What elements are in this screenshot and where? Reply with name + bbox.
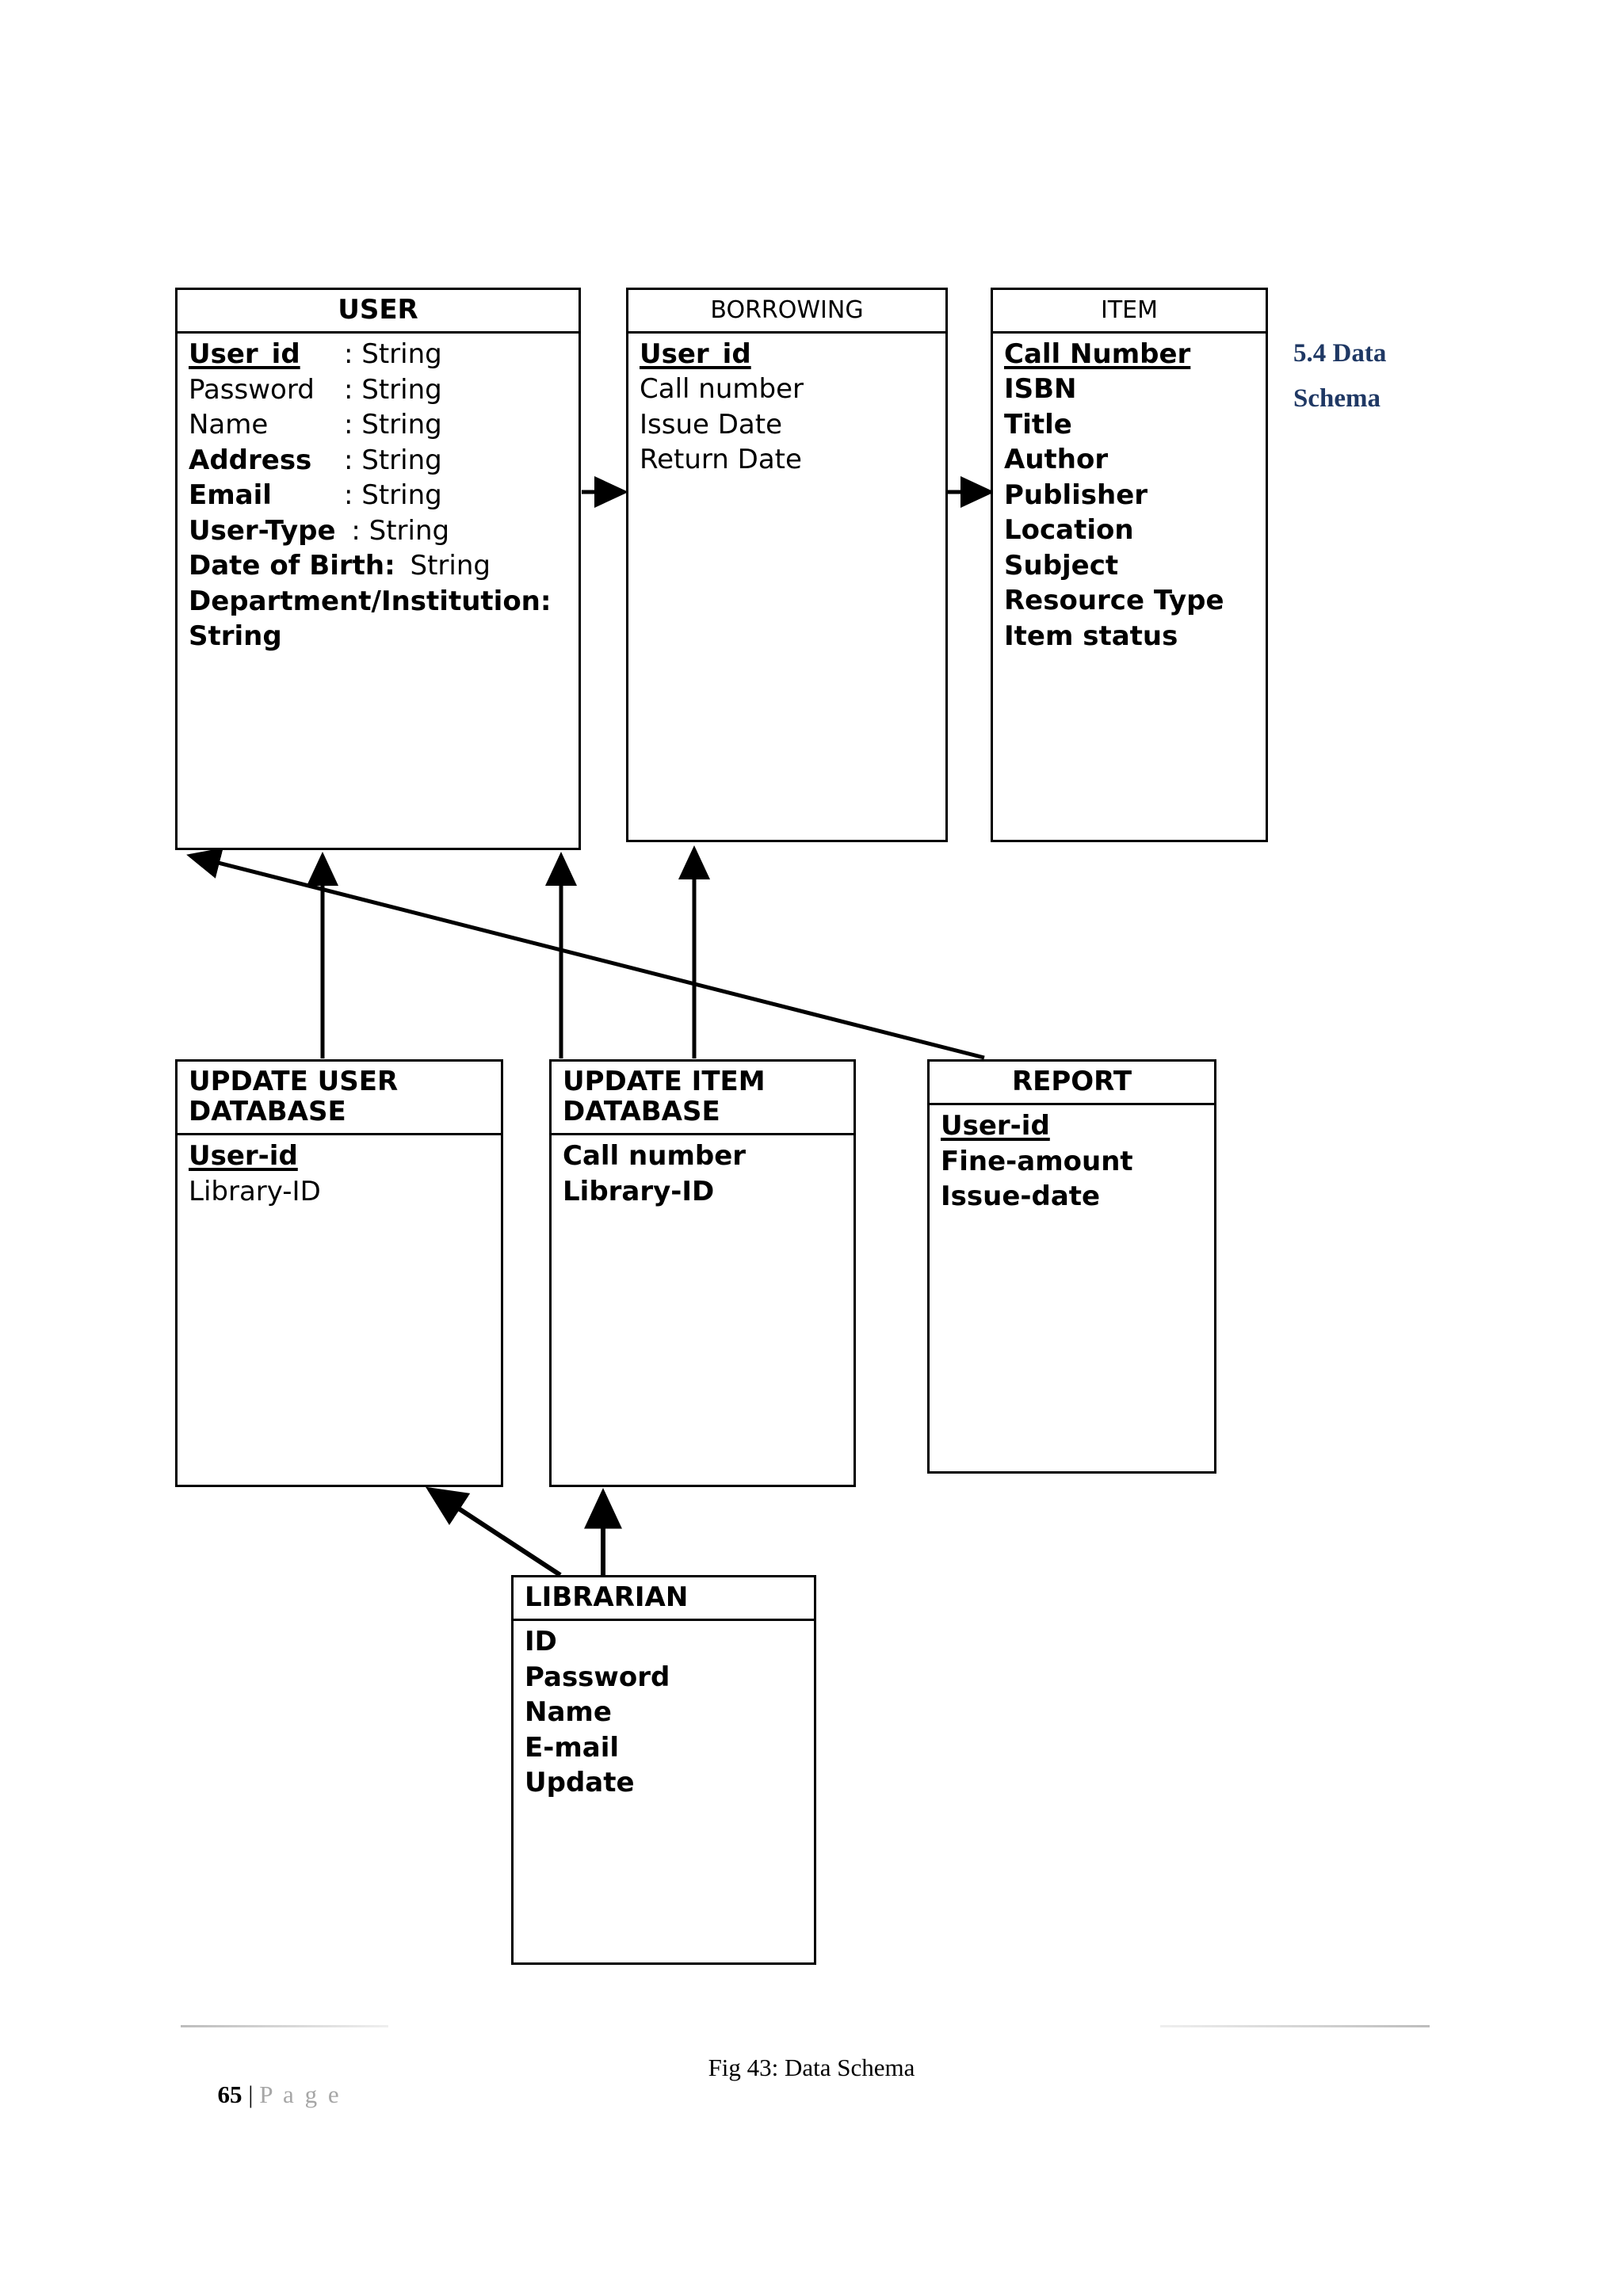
attribute-row: ID xyxy=(525,1626,557,1658)
footer-rule-left xyxy=(181,2025,388,2027)
entity-user-title: USER xyxy=(178,290,579,334)
annotation-line-1: 5.4 Data xyxy=(1293,339,1387,368)
entity-item-title: ITEM xyxy=(993,290,1266,334)
attribute-row: Call number xyxy=(640,373,804,406)
attribute-row: Update xyxy=(525,1767,635,1799)
attribute-row: Library-ID xyxy=(563,1175,715,1207)
attribute-row: User_id : String xyxy=(189,338,442,371)
entity-librarian[interactable]: LIBRARIAN ID Password Name E-mail Update xyxy=(511,1575,816,1965)
attribute-row: Name : String xyxy=(189,409,442,441)
attribute-row: Call number xyxy=(563,1140,747,1173)
annotation-line-2: Schema xyxy=(1293,383,1381,413)
entity-report-attributes: User-id Fine-amount Issue-date xyxy=(930,1105,1214,1215)
entity-item[interactable]: ITEM Call Number ISBN Title Author Publi… xyxy=(991,288,1268,842)
entity-librarian-title: LIBRARIAN xyxy=(514,1577,814,1622)
entity-report[interactable]: REPORT User-id Fine-amount Issue-date xyxy=(927,1059,1216,1474)
entity-update-item-database-attributes: Call number Library-ID xyxy=(552,1135,854,1209)
attribute-row: Item status xyxy=(1004,620,1178,652)
attribute-row: Department/Institution: xyxy=(189,585,552,617)
entity-update-user-database[interactable]: UPDATE USER DATABASE User-id Library-ID xyxy=(175,1059,503,1487)
attribute-row: Issue Date xyxy=(640,408,782,441)
page-word: P a g e xyxy=(259,2081,342,2108)
attribute-row: Library-ID xyxy=(189,1175,321,1207)
entity-user[interactable]: USER User_id : String Password : String … xyxy=(175,288,581,850)
entity-report-title: REPORT xyxy=(930,1062,1214,1106)
attribute-row: Address : String xyxy=(189,444,442,476)
section-annotation: 5.4 Data Schema xyxy=(1293,331,1476,421)
attribute-row: Resource Type xyxy=(1004,585,1224,617)
attribute-row: Fine-amount xyxy=(941,1145,1133,1177)
attribute-row: User-id xyxy=(941,1110,1050,1142)
attribute-row: Password xyxy=(525,1661,670,1693)
attribute-row: Name xyxy=(525,1696,612,1729)
entity-borrowing-attributes: User_id Call number Issue Date Return Da… xyxy=(628,334,945,478)
attribute-row: String xyxy=(189,620,282,653)
attribute-row: Date of Birth: String xyxy=(189,550,491,582)
attribute-row: Call Number xyxy=(1004,338,1191,370)
entity-librarian-attributes: ID Password Name E-mail Update xyxy=(514,1621,814,1801)
entity-update-item-database-title: UPDATE ITEM DATABASE xyxy=(552,1062,854,1136)
attribute-row: Email : String xyxy=(189,479,442,512)
attribute-row: Title xyxy=(1004,408,1072,441)
page-number: 65 xyxy=(217,2081,242,2108)
entity-update-user-database-attributes: User-id Library-ID xyxy=(178,1135,501,1209)
footer-rule-right xyxy=(1160,2025,1430,2027)
attribute-row: Publisher xyxy=(1004,479,1148,511)
attribute-row: Issue-date xyxy=(941,1180,1101,1213)
attribute-row: Location xyxy=(1004,514,1134,547)
attribute-row: User-Type : String xyxy=(189,514,450,547)
arrow-report-to-user xyxy=(186,847,985,1060)
page-number-label: 65 | P a g e xyxy=(181,2052,342,2138)
attribute-row: Author xyxy=(1004,444,1109,476)
page-footer: 65 | P a g e Fig 43: Data Schema xyxy=(0,2025,1623,2108)
attribute-row: Return Date xyxy=(640,444,802,476)
attribute-row: E-mail xyxy=(525,1731,620,1764)
attribute-row: Password : String xyxy=(189,373,442,406)
attribute-row: User-id xyxy=(189,1140,298,1173)
entity-borrowing[interactable]: BORROWING User_id Call number Issue Date… xyxy=(626,288,948,842)
figure-caption: Fig 43: Data Schema xyxy=(708,2054,915,2081)
attribute-row: User_id xyxy=(640,338,751,370)
arrow-librarian-to-update-user-db xyxy=(425,1486,562,1577)
page-separator: | xyxy=(242,2081,260,2108)
entity-borrowing-title: BORROWING xyxy=(628,290,945,334)
entity-update-user-database-title: UPDATE USER DATABASE xyxy=(178,1062,501,1136)
entity-user-attributes: User_id : String Password : String Name … xyxy=(178,334,579,654)
entity-item-attributes: Call Number ISBN Title Author Publisher … xyxy=(993,334,1266,654)
attribute-row: Subject xyxy=(1004,549,1119,582)
attribute-row: ISBN xyxy=(1004,373,1077,406)
entity-update-item-database[interactable]: UPDATE ITEM DATABASE Call number Library… xyxy=(549,1059,856,1487)
